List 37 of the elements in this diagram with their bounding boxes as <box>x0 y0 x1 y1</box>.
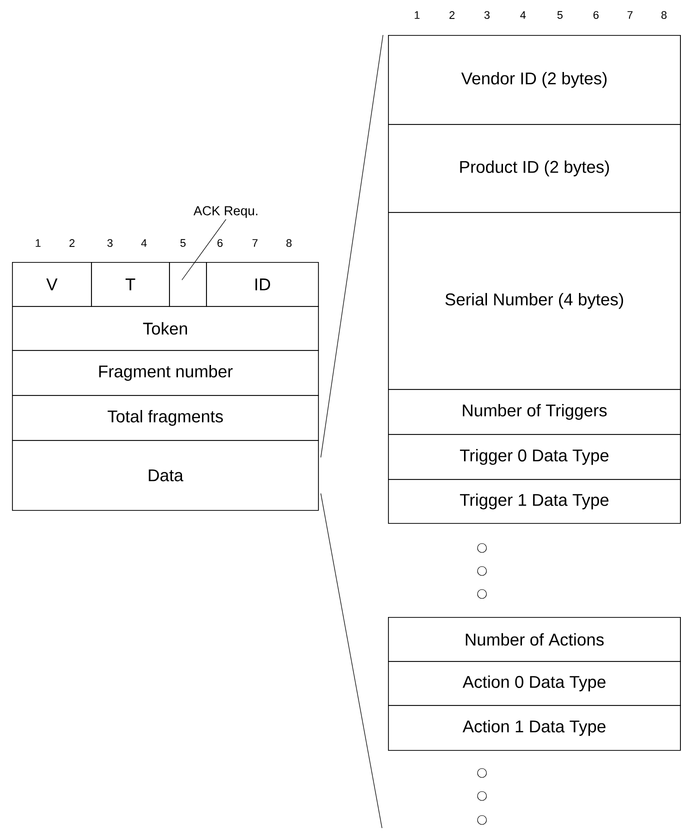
field-cell: Trigger 0 Data Type <box>388 434 681 480</box>
field-cell: Total fragments <box>12 395 319 441</box>
bit-number: 7 <box>252 239 258 247</box>
zoom-line <box>320 493 382 828</box>
bit-number: 2 <box>70 239 74 247</box>
field-label: ACK Requ. <box>194 206 258 218</box>
field-cell: Fragment number <box>12 350 319 396</box>
field-cell: Number of Triggers <box>388 389 681 435</box>
bit-number: 3 <box>107 239 113 247</box>
field-cell: Number of Actions <box>388 617 681 662</box>
bit-number: 6 <box>594 11 599 19</box>
field-cell <box>169 262 207 307</box>
field-cell: Product ID (2 bytes) <box>388 124 681 213</box>
bit-number: 4 <box>141 239 147 247</box>
bit-number: 5 <box>557 11 563 19</box>
field-cell: V <box>12 262 92 307</box>
field-cell: Action 1 Data Type <box>388 705 681 751</box>
zoom-line <box>320 34 384 458</box>
bit-number: 8 <box>661 11 667 19</box>
bit-number: 7 <box>628 11 633 19</box>
bit-number: 1 <box>36 239 41 247</box>
bit-number: 5 <box>180 239 186 247</box>
bit-number: 8 <box>286 239 292 247</box>
field-cell: Action 0 Data Type <box>388 661 681 706</box>
leader-line <box>182 219 226 280</box>
bit-number: 2 <box>450 11 454 19</box>
field-cell: Vendor ID (2 bytes) <box>388 35 681 125</box>
field-cell: ID <box>206 262 319 307</box>
bit-number: 3 <box>484 11 490 19</box>
field-cell: Data <box>12 440 319 511</box>
field-cell: Serial Number (4 bytes) <box>388 212 681 390</box>
field-cell: Token <box>12 306 319 351</box>
bit-number: 4 <box>520 11 526 19</box>
bit-number: 6 <box>218 239 223 247</box>
field-cell: T <box>91 262 170 307</box>
field-cell: Trigger 1 Data Type <box>388 479 681 524</box>
bit-number: 1 <box>414 11 420 19</box>
